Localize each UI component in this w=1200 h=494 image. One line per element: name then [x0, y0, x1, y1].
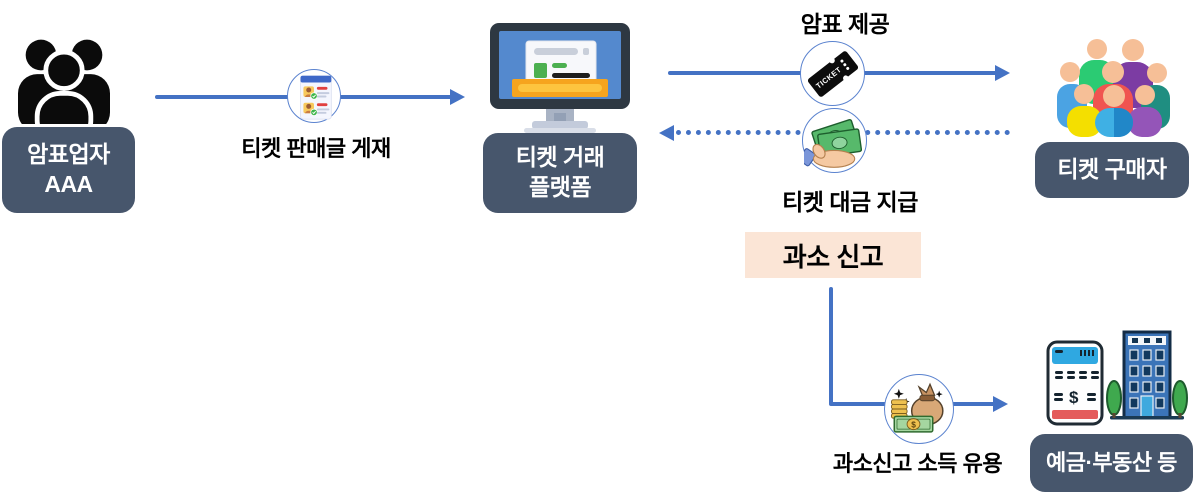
platform-label-line1: 티켓 거래: [515, 144, 605, 171]
building-icon: [1106, 330, 1188, 420]
money-in-hand-icon: [802, 108, 867, 173]
calculator-dollar-text: $: [1069, 388, 1079, 407]
scalper-label-line2: AAA: [44, 171, 93, 197]
underreporting-highlight-badge: 과소 신고: [745, 232, 921, 278]
post-listing-label: 티켓 판매글 게재: [241, 136, 391, 161]
use-income-label: 과소신고 소득 유용: [832, 451, 1003, 476]
platform-node-badge: 티켓 거래 플랫폼: [483, 133, 637, 213]
people-group-color-icon: [1057, 39, 1170, 137]
pay-ticket-label: 티켓 대금 지급: [782, 189, 918, 215]
buyer-label: 티켓 구매자: [1057, 156, 1167, 183]
ticket-icon: TICKET: [800, 41, 865, 106]
assets-label: 예금·부동산 등: [1046, 449, 1177, 475]
underreporting-label: 과소 신고: [782, 241, 884, 272]
post-listing-arrowhead: [450, 89, 465, 105]
assets-node-badge: 예금·부동산 등: [1030, 434, 1193, 492]
profile-listing-icon: [287, 69, 341, 123]
use-income-vertical-line: [829, 287, 833, 405]
scalper-node-badge: 암표업자 AAA: [2, 127, 135, 213]
buyer-node-badge: 티켓 구매자: [1035, 142, 1189, 198]
provide-ticket-label: 암표 제공: [800, 11, 890, 37]
money-bag-icon: $: [884, 374, 954, 444]
use-income-arrowhead: [993, 396, 1008, 412]
calculator-icon: $: [1046, 340, 1104, 426]
people-group-black-icon: [18, 39, 110, 124]
computer-monitor-icon: [490, 23, 630, 133]
moneybag-dollar-text: $: [911, 420, 916, 429]
pay-ticket-arrowhead: [659, 125, 674, 141]
platform-label-line2: 플랫폼: [529, 174, 591, 200]
provide-ticket-arrowhead: [995, 65, 1010, 81]
scalper-label-line1: 암표업자: [27, 141, 110, 168]
